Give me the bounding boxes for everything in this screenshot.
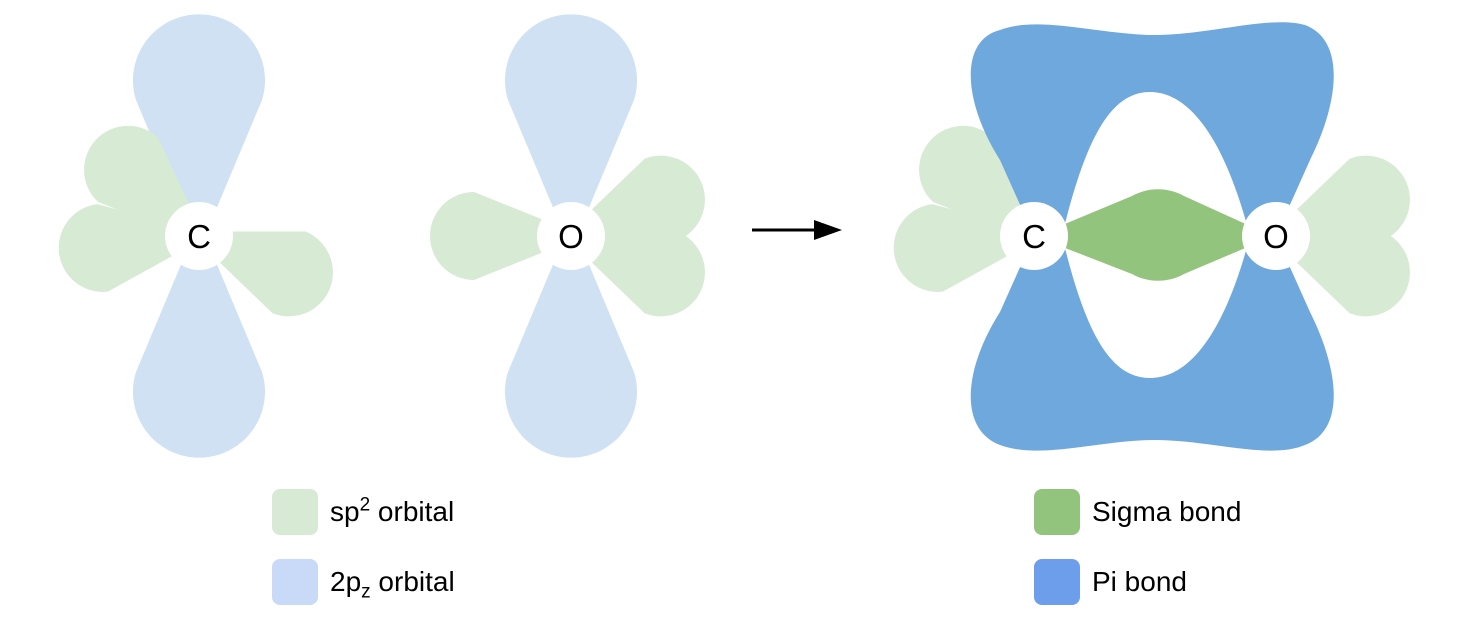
- sigma-bond-label: Sigma bond: [1092, 496, 1242, 527]
- pi-bond: [970, 22, 1334, 451]
- pi-bond-label: Pi bond: [1092, 566, 1187, 597]
- legend-item-sp2-orbital: sp2 orbital: [272, 489, 455, 535]
- legend-item-sigma-bond: Sigma bond: [1034, 489, 1241, 535]
- bonded-oxygen-nucleus: [1242, 202, 1310, 270]
- bonded-carbon-nucleus: [1000, 202, 1068, 270]
- legend-item-pi-bond: Pi bond: [1034, 559, 1241, 605]
- 2pz-orbital-swatch: [272, 559, 318, 605]
- bonded-oxygen-label: O: [1263, 218, 1289, 255]
- carbon-label: C: [187, 218, 211, 255]
- carbon-atom-left: C: [53, 14, 347, 458]
- reaction-arrow: [752, 220, 842, 240]
- sp2-orbital-swatch: [272, 489, 318, 535]
- bonded-carbon-label: C: [1022, 218, 1046, 255]
- arrow-head: [814, 220, 842, 240]
- sigma-bond: [1060, 189, 1250, 281]
- legend-orbitals: sp2 orbital 2pz orbital: [272, 489, 455, 605]
- carbon-nucleus: [165, 202, 233, 270]
- oxygen-label: O: [558, 218, 584, 255]
- oxygen-nucleus: [537, 202, 605, 270]
- legend-item-2pz-orbital: 2pz orbital: [272, 559, 455, 605]
- legend-bonds: Sigma bond Pi bond: [1034, 489, 1241, 605]
- co-molecule: C O: [888, 22, 1424, 451]
- oxygen-atom-left: O: [430, 14, 719, 458]
- sp2-orbital-label: sp2 orbital: [330, 494, 455, 527]
- 2pz-orbital-label: 2pz orbital: [330, 566, 455, 603]
- sigma-bond-swatch: [1034, 489, 1080, 535]
- pi-bond-swatch: [1034, 559, 1080, 605]
